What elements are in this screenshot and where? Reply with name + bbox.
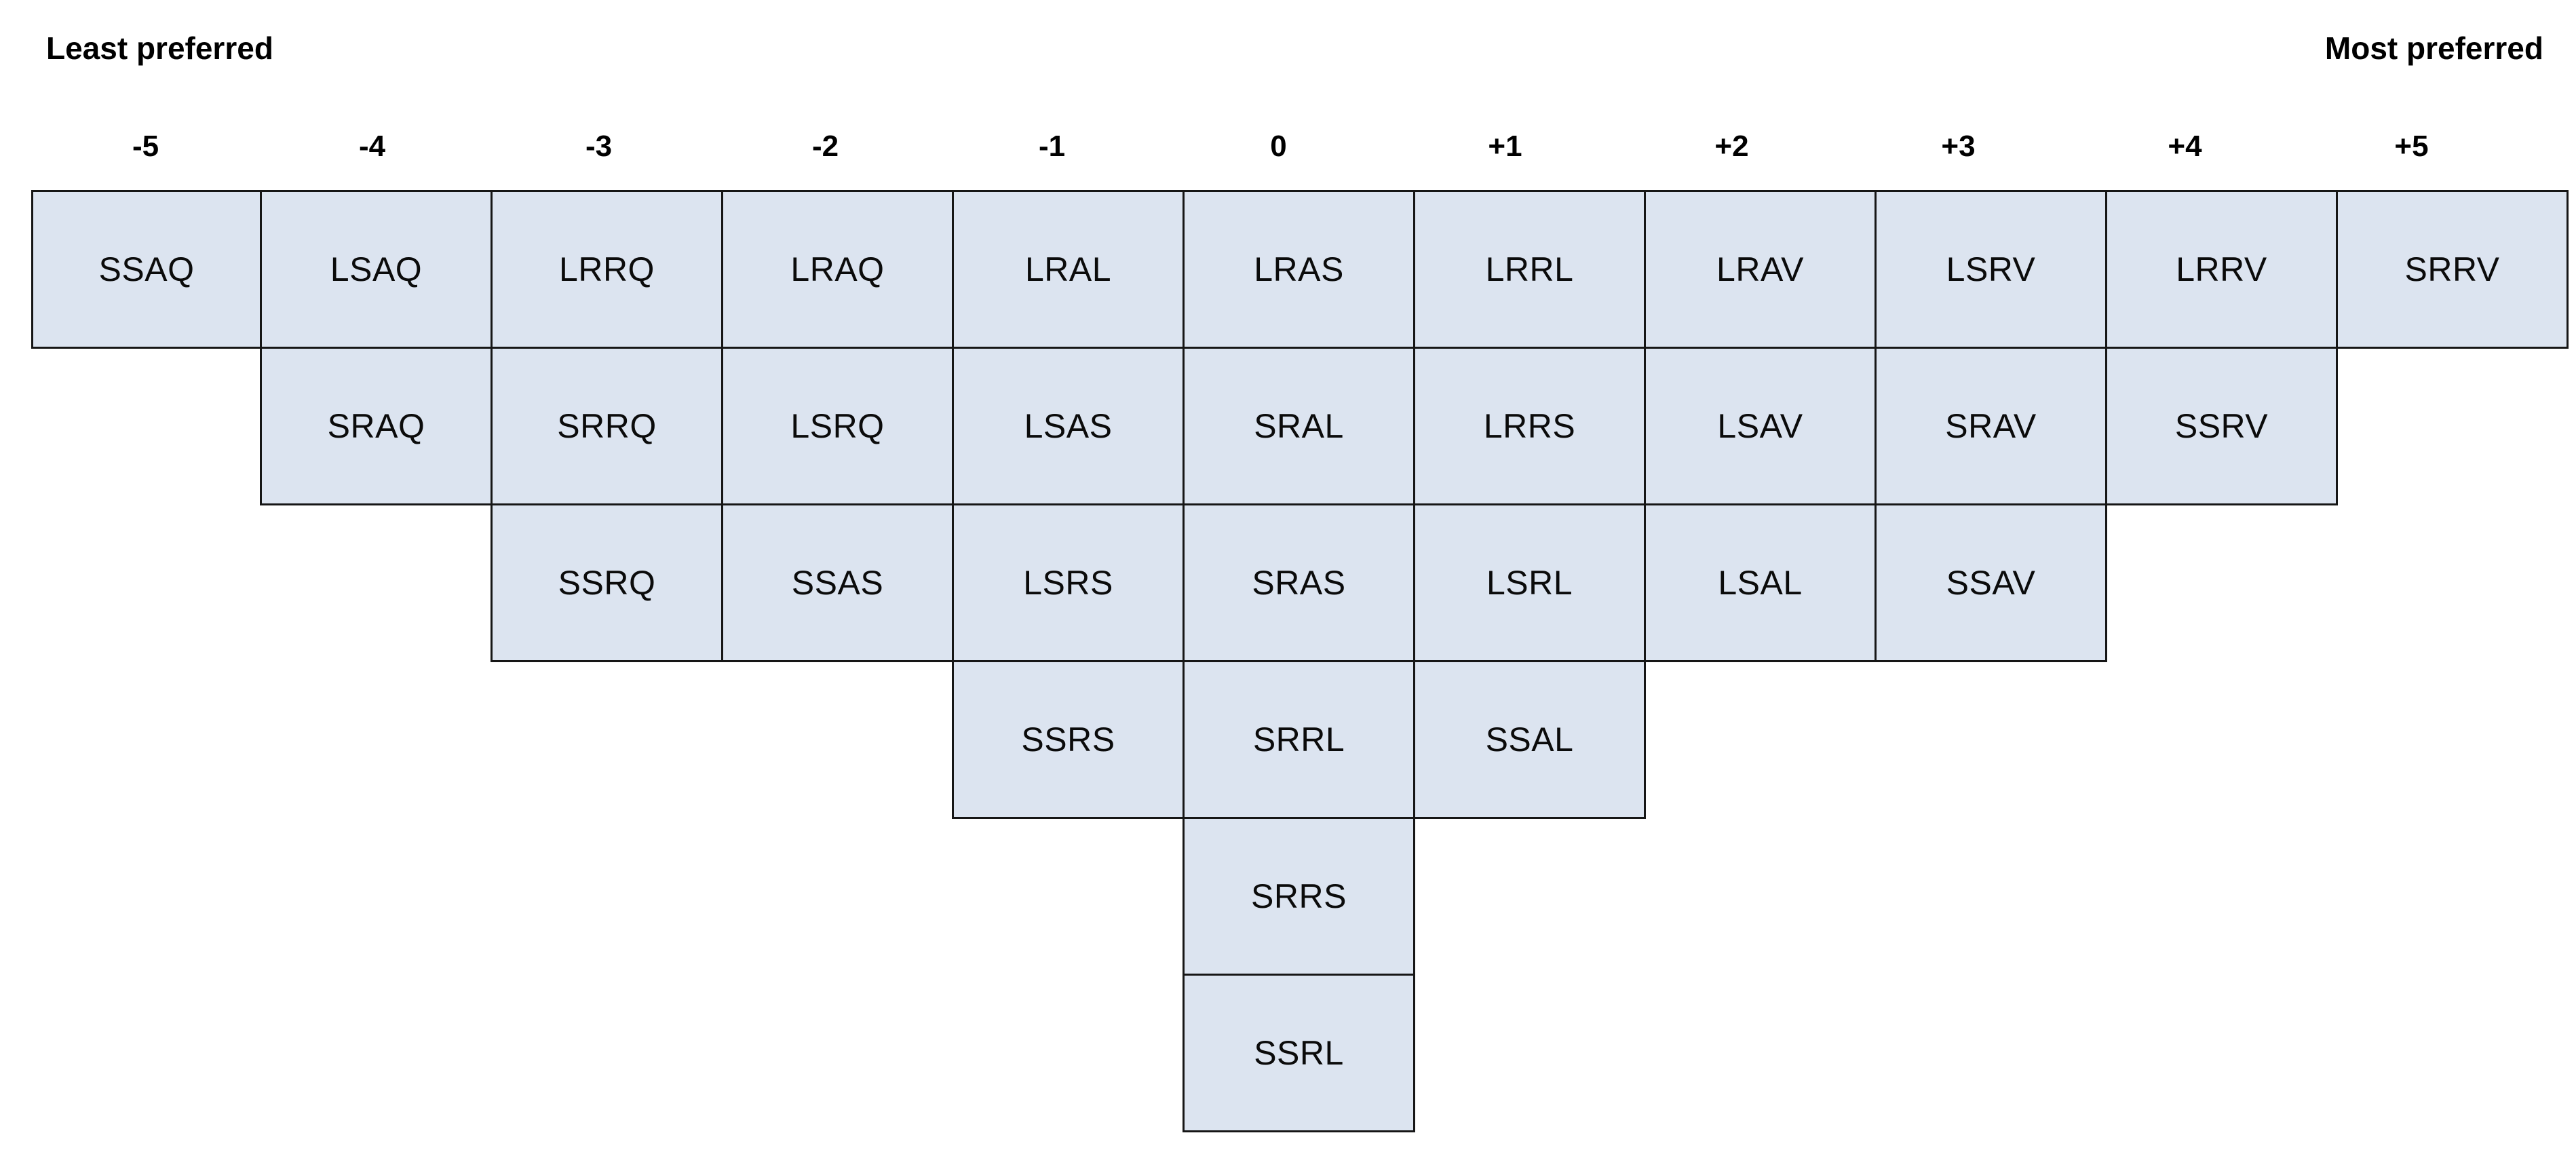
- column-header-plus3: +3: [1941, 130, 1976, 163]
- column-header--3: -3: [585, 130, 613, 163]
- grid-cell[interactable]: SRAV: [1875, 347, 2107, 505]
- grid-cell[interactable]: SSRQ: [491, 503, 723, 662]
- column-header-plus1: +1: [1488, 130, 1522, 163]
- grid-cell[interactable]: SRRL: [1183, 660, 1415, 819]
- grid-cell[interactable]: LRRV: [2105, 190, 2338, 349]
- grid-cell[interactable]: SSAL: [1413, 660, 1646, 819]
- grid-cell[interactable]: SSRS: [952, 660, 1185, 819]
- column-header-plus4: +4: [2168, 130, 2202, 163]
- grid-cell[interactable]: SRAS: [1183, 503, 1415, 662]
- grid-cell[interactable]: SRRV: [2336, 190, 2569, 349]
- grid-cell[interactable]: LSRS: [952, 503, 1185, 662]
- grid-cell[interactable]: LSAL: [1644, 503, 1877, 662]
- column-header-0: 0: [1270, 130, 1287, 163]
- column-header-plus5: +5: [2394, 130, 2429, 163]
- column-header--5: -5: [132, 130, 159, 163]
- column-header--2: -2: [811, 130, 839, 163]
- grid-cell[interactable]: LRAV: [1644, 190, 1877, 349]
- grid-cell[interactable]: SSRL: [1183, 974, 1415, 1132]
- least-preferred-label: Least preferred: [46, 31, 273, 66]
- grid-cell[interactable]: LSRL: [1413, 503, 1646, 662]
- grid-cell[interactable]: LRRL: [1413, 190, 1646, 349]
- grid-cell[interactable]: SRRS: [1183, 817, 1415, 976]
- grid-column-plus5: SRRV: [2336, 190, 2569, 349]
- grid-cell[interactable]: LSAQ: [260, 190, 493, 349]
- grid-cell[interactable]: LRRS: [1413, 347, 1646, 505]
- grid-cell[interactable]: LRRQ: [491, 190, 723, 349]
- grid-cell[interactable]: LSRV: [1875, 190, 2107, 349]
- grid-cell[interactable]: LRAL: [952, 190, 1185, 349]
- grid-cell[interactable]: SRAQ: [260, 347, 493, 505]
- grid-cell[interactable]: SSAV: [1875, 503, 2107, 662]
- grid-cell[interactable]: SRRQ: [491, 347, 723, 505]
- most-preferred-label: Most preferred: [2324, 31, 2543, 66]
- grid-cell[interactable]: LSRQ: [721, 347, 954, 505]
- grid-cell[interactable]: LRAQ: [721, 190, 954, 349]
- column-header--1: -1: [1038, 130, 1066, 163]
- grid-cell[interactable]: SSAS: [721, 503, 954, 662]
- column-header-plus2: +2: [1714, 130, 1749, 163]
- grid-cell[interactable]: SRAL: [1183, 347, 1415, 505]
- grid-cell[interactable]: SSRV: [2105, 347, 2338, 505]
- column-header-row: -5 -4 -3 -2 -1 0 +1 +2 +3 +4 +5: [31, 126, 2548, 168]
- grid-cell[interactable]: SSAQ: [31, 190, 262, 349]
- grid-cell[interactable]: LRAS: [1183, 190, 1415, 349]
- grid-cell[interactable]: LSAS: [952, 347, 1185, 505]
- grid-column--5: SSAQ: [31, 190, 262, 349]
- column-header--4: -4: [358, 130, 386, 163]
- grid-cell[interactable]: LSAV: [1644, 347, 1877, 505]
